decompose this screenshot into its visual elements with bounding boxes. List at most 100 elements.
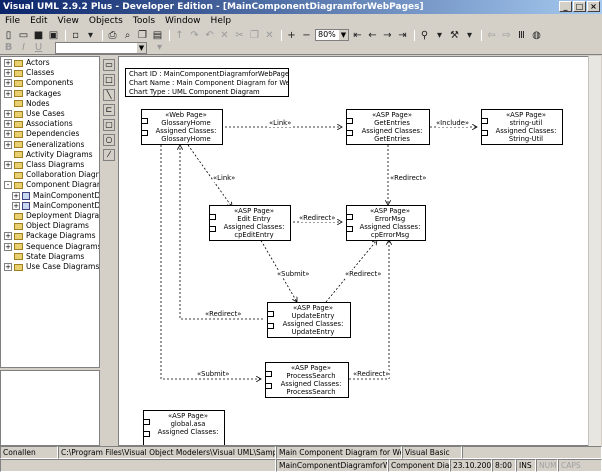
menu-file[interactable]: File (5, 16, 21, 26)
zoom-out-icon[interactable]: − (302, 29, 311, 41)
tree-item[interactable]: State Diagrams (4, 252, 84, 262)
zoom-in-icon[interactable]: + (287, 29, 296, 41)
expand-icon[interactable]: + (4, 130, 12, 139)
zoom-select[interactable]: 80% ▼ (315, 29, 349, 41)
forward-dim-icon[interactable]: ⇨ (502, 29, 511, 41)
cut-icon[interactable]: ✂ (235, 29, 244, 41)
tree-item[interactable]: +Packages (4, 89, 61, 99)
tree-item[interactable]: +Use Cases (4, 109, 65, 119)
minimize-button[interactable]: _ (559, 1, 572, 12)
chart-info-box[interactable]: Chart ID : MainComponentDiagramforWebPag… (125, 68, 289, 97)
component-globalasa[interactable]: «ASP Page» global.asa Assigned Classes: (143, 410, 225, 445)
tool-dropdown-icon[interactable]: ▾ (466, 29, 473, 41)
rectangle-tool-icon[interactable]: □ (103, 74, 115, 86)
tree-item[interactable]: Activity Diagrams (4, 150, 93, 160)
line-tool-icon[interactable]: ╲ (103, 89, 115, 101)
save-all-icon[interactable]: ▣ (48, 29, 59, 41)
tree-item[interactable]: +Use Case Diagrams (4, 262, 99, 272)
tree-item[interactable]: +Generalizations (4, 140, 84, 150)
node-tool-icon[interactable]: ▢ (103, 119, 115, 131)
dropdown-icon[interactable]: ▾ (87, 29, 94, 41)
back-icon[interactable]: ⇤ (353, 29, 362, 41)
expand-icon[interactable]: + (4, 89, 12, 98)
interface-tool-icon[interactable]: ○ (103, 134, 115, 146)
font-select[interactable]: ▼ (55, 41, 147, 54)
expand-icon[interactable]: + (4, 161, 12, 169)
tree-item[interactable]: +Sequence Diagrams (4, 242, 99, 252)
undo-icon[interactable]: ↶ (205, 29, 214, 41)
tree-item[interactable]: +MainComponentDiagr (12, 191, 99, 201)
expand-icon[interactable]: + (4, 242, 12, 251)
component-errormsg[interactable]: «ASP Page» ErrorMsg Assigned Classes: cp… (346, 205, 426, 241)
expand-icon[interactable]: + (12, 201, 20, 210)
expand-icon[interactable]: + (12, 191, 20, 200)
expand-icon[interactable]: + (4, 232, 12, 241)
copy-dim-icon[interactable]: ❐ (250, 29, 259, 41)
component-editentry[interactable]: «ASP Page» Edit Entry Assigned Classes: … (209, 205, 291, 241)
tree-item[interactable]: +Package Diagrams (4, 231, 96, 241)
tree-item[interactable]: +Class Diagrams (4, 160, 84, 170)
tree-item[interactable]: +MainComponentDiagr (12, 201, 99, 211)
menu-objects[interactable]: Objects (88, 16, 123, 26)
save-icon[interactable]: ■ (33, 29, 44, 41)
up-arrow-icon[interactable]: ↑ (175, 29, 184, 41)
italic-icon[interactable]: I (22, 42, 25, 53)
open-icon[interactable]: ▭ (18, 29, 29, 41)
new-icon[interactable]: ▯ (5, 29, 12, 41)
menu-edit[interactable]: Edit (30, 16, 48, 26)
expand-icon[interactable]: + (4, 69, 12, 78)
tree-item[interactable]: -Component Diagrams (4, 180, 99, 190)
find-dropdown-icon[interactable]: ▾ (436, 29, 443, 41)
expand-icon[interactable]: + (4, 120, 12, 129)
diagram-canvas[interactable]: Chart ID : MainComponentDiagramforWebPag… (118, 56, 601, 446)
back-dim-icon[interactable]: ⇦ (487, 29, 496, 41)
component-tool-icon[interactable]: ⊏ (103, 104, 115, 116)
right-arrow-icon[interactable]: → (383, 29, 392, 41)
copy-icon[interactable]: ❐ (138, 29, 147, 41)
paste-icon[interactable]: ▤ (152, 29, 163, 41)
tree-item[interactable]: Nodes (4, 99, 49, 109)
component-getentries[interactable]: «ASP Page» GetEntries Assigned Classes: … (346, 109, 430, 145)
component-glossaryhome[interactable]: «Web Page» GlossaryHome Assigned Classes… (141, 109, 223, 145)
close-dim-icon[interactable]: ✕ (265, 29, 274, 41)
find-icon[interactable]: ⚲ (420, 29, 429, 41)
collapse-icon[interactable]: - (4, 181, 12, 190)
vertical-scrollbar[interactable] (588, 56, 601, 446)
tree-item[interactable]: +Components (4, 78, 73, 88)
menu-window[interactable]: Window (165, 16, 201, 26)
underline-icon[interactable]: U (34, 42, 43, 53)
component-stringutil[interactable]: «ASP Page» string-util Assigned Classes:… (481, 109, 563, 145)
dependency-tool-icon[interactable]: ⁄ (103, 149, 115, 161)
tree-item[interactable]: +Actors (4, 58, 50, 68)
tool-icon[interactable]: ⚒ (450, 29, 459, 41)
tree-item[interactable]: +Associations (4, 119, 73, 129)
redo-icon[interactable]: ↷ (190, 29, 199, 41)
menu-view[interactable]: View (57, 16, 79, 26)
bold-icon[interactable]: B (4, 42, 13, 53)
tree-item[interactable]: +Dependencies (4, 129, 79, 139)
expand-icon[interactable]: + (4, 79, 12, 88)
tree-item[interactable]: Object Diagrams (4, 221, 89, 231)
expand-icon[interactable]: + (4, 59, 12, 67)
menu-tools[interactable]: Tools (132, 16, 156, 26)
forward-icon[interactable]: ⇥ (398, 29, 407, 41)
print-preview-icon[interactable]: ⌕ (124, 29, 131, 41)
expand-icon[interactable]: + (4, 140, 12, 149)
dropdown-dim-icon[interactable]: ▾ (156, 42, 163, 53)
left-arrow-icon[interactable]: ← (368, 29, 377, 41)
tree-item[interactable]: +Classes (4, 68, 54, 78)
tree-item[interactable]: Collaboration Diagrams (4, 170, 99, 180)
maximize-button[interactable]: □ (573, 1, 586, 12)
select-tool-icon[interactable]: ▭ (103, 59, 115, 71)
web-icon[interactable]: ◍ (532, 29, 541, 41)
expand-icon[interactable]: + (4, 263, 12, 271)
close-button[interactable]: × (587, 1, 600, 12)
component-processsearch[interactable]: «ASP Page» ProcessSearch Assigned Classe… (265, 362, 349, 398)
expand-icon[interactable]: + (4, 110, 12, 118)
tree-item[interactable]: Deployment Diagrams (4, 211, 99, 221)
library-icon[interactable]: Ⅲ (518, 29, 525, 41)
menu-help[interactable]: Help (210, 16, 232, 26)
print-icon[interactable]: ⎙ (108, 29, 117, 41)
new-diagram-icon[interactable]: ▫ (72, 29, 79, 41)
